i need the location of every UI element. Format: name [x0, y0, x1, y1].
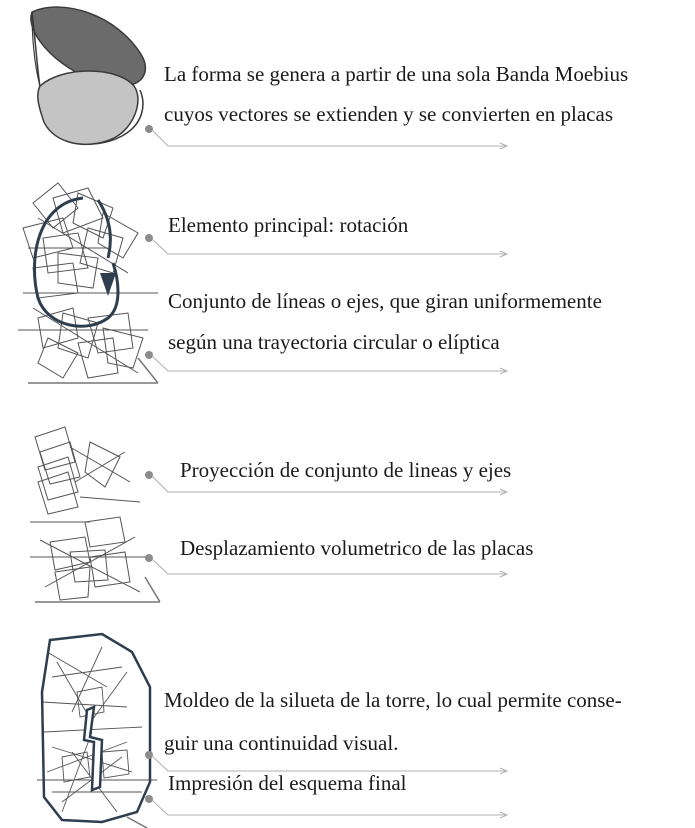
- caption-rotation: Elemento principal: rotación: [168, 213, 409, 237]
- rotation-sketch: [18, 182, 159, 384]
- leader-line-moebius: [145, 125, 509, 150]
- caption-moebius-line-2: cuyos vectores se extienden y se convier…: [164, 102, 613, 126]
- tower-silhouette-sketch: [37, 632, 157, 828]
- moebius-band-sketch: [30, 6, 147, 146]
- caption-final: Impresión del esquema final: [168, 771, 407, 795]
- caption-displacement: Desplazamiento volumetrico de las placas: [180, 536, 534, 560]
- caption-moebius-line-1: La forma se genera a partir de una sola …: [164, 62, 629, 86]
- leader-line-final: [145, 795, 509, 819]
- caption-projection: Proyección de conjunto de lineas y ejes: [180, 458, 512, 482]
- leader-line-rotation: [145, 234, 509, 258]
- leader-line-axes: [145, 351, 509, 375]
- caption-molding-line-2: guir una continuidad visual.: [164, 731, 399, 755]
- caption-axes-line-2: según una trayectoria circular o elíptic…: [168, 330, 500, 354]
- caption-axes-line-1: Conjunto de líneas o ejes, que giran uni…: [168, 289, 602, 313]
- projection-sketch: [30, 426, 161, 603]
- caption-molding-line-1: Moldeo de la silueta de la torre, lo cua…: [164, 688, 622, 712]
